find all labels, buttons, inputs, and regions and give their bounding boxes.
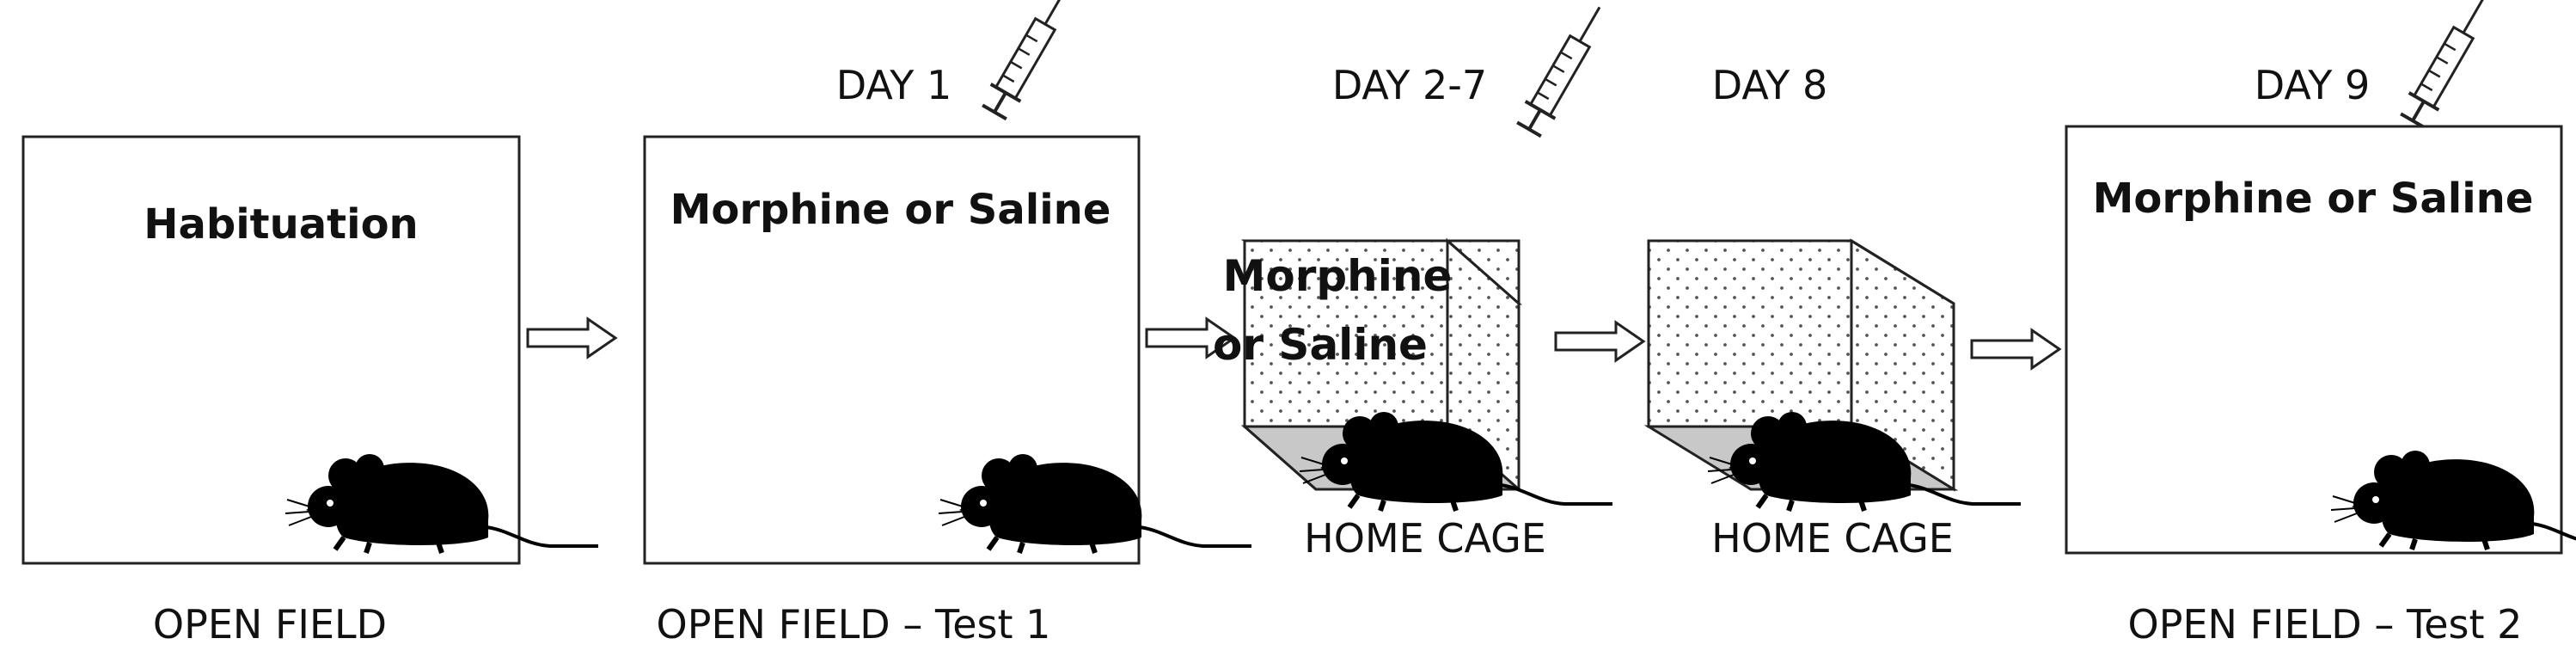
stage-title: Morphine or Saline [670, 186, 1111, 234]
right-arrow-icon [526, 317, 617, 359]
stage-title-line-1: Morphine [1223, 251, 1453, 301]
right-arrow-icon [1554, 321, 1645, 362]
stage-caption: OPEN FIELD [153, 601, 387, 648]
cage-edges [1243, 241, 1449, 427]
stage-caption: HOME CAGE [1711, 515, 1954, 562]
syringe-icon [977, 0, 1082, 123]
stage-habituation: Habituation OPEN FIELD [21, 135, 598, 648]
right-arrow-icon [1970, 328, 2061, 370]
stage-caption: OPEN FIELD – Test 2 [2128, 601, 2523, 648]
day-label: DAY 8 [1712, 62, 1828, 108]
stage-day-1: DAY 1 Morphine or Saline OPEN FIELD – Te… [643, 0, 1251, 648]
day-label: DAY 9 [2255, 62, 2371, 108]
stage-title: Habituation [144, 200, 418, 249]
mouse-icon [1300, 412, 1612, 511]
stage-caption: HOME CAGE [1304, 515, 1546, 562]
stage-day-2-7: DAY 2-7 Morphine or Saline HOME CAGE [1213, 0, 1617, 562]
day-label: DAY 1 [836, 62, 952, 108]
day-label: DAY 2-7 [1332, 62, 1487, 108]
stage-day-8: DAY 8 HOME CAGE [1643, 62, 2021, 562]
cage-front-face [1647, 239, 1853, 428]
stage-day-9: DAY 9 Morphine or Saline OPEN FIELD – Te… [2065, 0, 2576, 648]
stage-title: Morphine or Saline [2093, 175, 2534, 223]
cage-edges [1851, 239, 1955, 305]
syringe-icon [1512, 0, 1617, 140]
syringe-icon [2395, 0, 2500, 132]
stage-title-line-2: or Saline [1213, 320, 1428, 370]
stage-caption: OPEN FIELD – Test 1 [657, 601, 1051, 648]
mouse-icon [1708, 412, 2021, 511]
